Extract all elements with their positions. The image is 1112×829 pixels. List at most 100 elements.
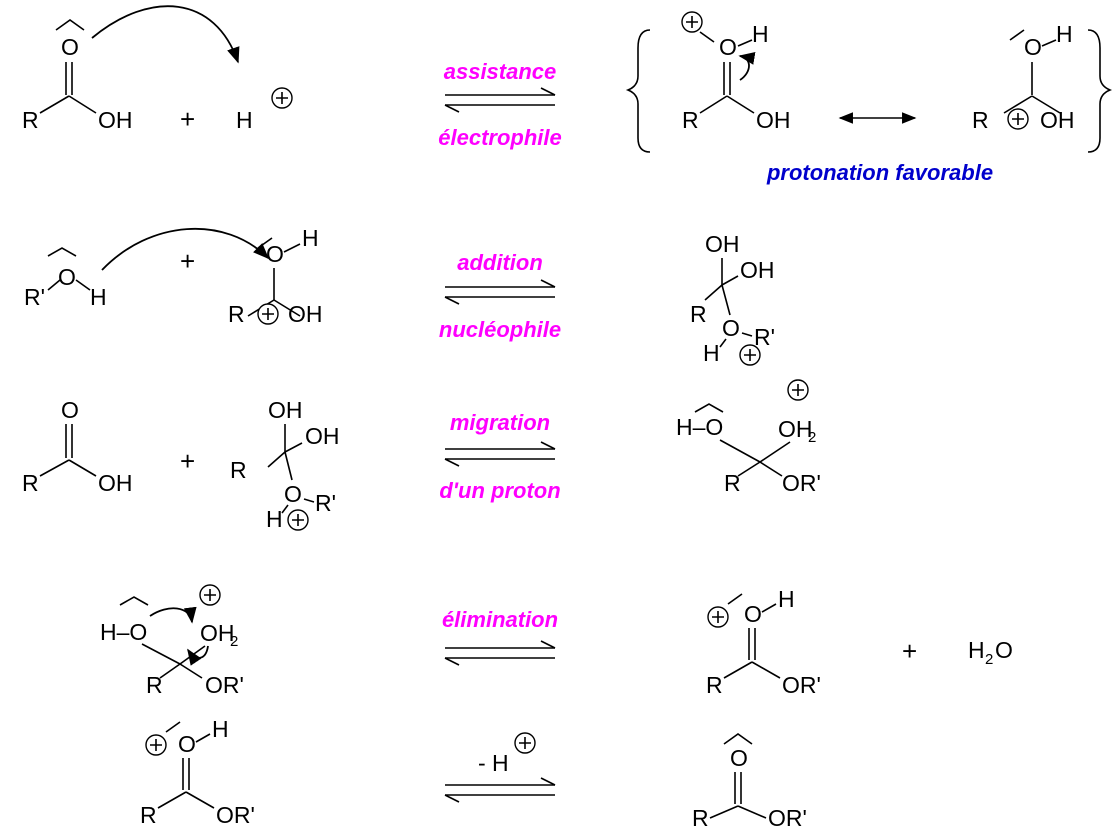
water: H 2 O — [968, 637, 1013, 668]
positive-charge — [744, 349, 756, 361]
row-2: R' O H + O H R OH addition nuclé — [24, 225, 775, 366]
equilibrium-step-4: élimination — [442, 607, 558, 666]
atom-h: H — [266, 506, 283, 532]
atom-h: H — [778, 586, 795, 612]
atom-r: R — [22, 470, 39, 496]
atom-ho: H–O — [676, 414, 723, 440]
positive-charge — [519, 737, 531, 749]
atom-r: R — [724, 470, 741, 496]
step-label-bottom: d'un proton — [439, 478, 560, 503]
tetrahedral-intermediate-2: H–O OH 2 R OR' — [676, 379, 821, 496]
atom-o: O — [719, 34, 737, 60]
atom-h: H — [212, 716, 229, 742]
protonated-ester-2: O H R OR' — [140, 716, 255, 828]
atom-o: O — [744, 601, 762, 627]
atom-r: R — [140, 802, 157, 828]
step-label-top: addition — [457, 250, 543, 275]
atom-r-prime: R' — [754, 324, 775, 350]
plus-sign: + — [902, 636, 917, 666]
step-label-bottom: électrophile — [438, 125, 561, 150]
tetrahedral-intermediate-1: OH OH R O H R' — [690, 231, 775, 366]
row-5: O H R OR' - H O R OR' — [140, 716, 807, 829]
plus-sign: + — [180, 246, 195, 276]
proton: H — [236, 87, 293, 133]
atom-h: H — [302, 225, 319, 251]
atom-o: O — [178, 731, 196, 757]
equilibrium-step-5: - H — [444, 732, 556, 803]
atom-or-prime: OR' — [205, 672, 244, 698]
atom-or-prime: OR' — [768, 805, 807, 829]
lone-pair — [55, 19, 85, 31]
svg-text:2: 2 — [985, 651, 993, 668]
carboxylic-acid-2: O R OH — [22, 397, 133, 496]
equilibrium-step-2: addition nucléophile — [439, 250, 561, 342]
positive-charge — [712, 611, 724, 623]
positive-charge — [292, 514, 304, 526]
atom-o: O — [266, 241, 284, 267]
positive-charge — [204, 589, 216, 601]
atom-oh2: OH — [200, 620, 235, 646]
protonation-note: protonation favorable — [766, 160, 993, 185]
atom-oh: OH — [268, 397, 303, 423]
positive-charge — [276, 92, 288, 104]
atom-h: H — [968, 637, 985, 663]
row-4: H–O OH 2 R OR' élimination O — [100, 584, 1013, 698]
svg-text:2: 2 — [230, 633, 238, 650]
atom-or-prime: OR' — [216, 802, 255, 828]
atom-o: O — [61, 34, 79, 60]
atom-r: R — [230, 457, 247, 483]
step-label-bottom: nucléophile — [439, 317, 561, 342]
positive-charge — [150, 739, 162, 751]
atom-oh: OH — [1040, 107, 1075, 133]
bracket-right — [1087, 29, 1112, 153]
atom-or-prime: OR' — [782, 672, 821, 698]
positive-charge — [262, 308, 274, 320]
atom-o: O — [284, 481, 302, 507]
protonated-acid-electrophile: O H R OH — [228, 225, 323, 327]
atom-r: R — [972, 107, 989, 133]
plus-sign: + — [180, 446, 195, 476]
tetrahedral-intermediate-2-elimination: H–O OH 2 R OR' — [100, 584, 244, 698]
step-label-top: migration — [450, 410, 550, 435]
atom-oh: OH — [288, 301, 323, 327]
carboxylic-acid-1: O R OH — [22, 19, 133, 133]
atom-or-prime: OR' — [782, 470, 821, 496]
bracket-left — [625, 29, 651, 153]
atom-oh: OH — [756, 107, 791, 133]
atom-r: R — [682, 107, 699, 133]
atom-o: O — [730, 745, 748, 771]
protonated-ester-1: O H R OR' — [706, 586, 821, 698]
atom-oh: OH — [98, 107, 133, 133]
equilibrium-step-3: migration d'un proton — [439, 410, 560, 503]
atom-h: H — [90, 284, 107, 310]
atom-o: O — [722, 315, 740, 341]
protonated-acid-oxonium: O H R OH — [681, 11, 791, 133]
atom-r: R — [146, 672, 163, 698]
ester: O R OR' — [692, 733, 807, 829]
protonated-acid-carbocation: O H R OH — [972, 21, 1075, 133]
atom-oh: OH — [98, 470, 133, 496]
curved-arrow — [91, 5, 240, 64]
atom-h: H — [236, 107, 253, 133]
atom-oh: OH — [705, 231, 740, 257]
atom-r: R — [228, 301, 245, 327]
atom-h: H — [752, 21, 769, 47]
step-label-top: - H — [478, 750, 509, 776]
atom-o: O — [61, 397, 79, 423]
atom-r: R — [690, 301, 707, 327]
row-3: O R OH + OH OH R O H R' migration — [22, 379, 821, 532]
atom-h: H — [1056, 21, 1073, 47]
atom-r: R — [22, 107, 39, 133]
curved-arrow — [101, 227, 270, 271]
equilibrium-step-1: assistance électrophile — [438, 59, 561, 150]
atom-r-prime: R' — [24, 284, 45, 310]
atom-r: R — [706, 672, 723, 698]
step-label-top: assistance — [444, 59, 557, 84]
atom-r-prime: R' — [315, 490, 336, 516]
row-1: O R OH + H assistance électrophile — [22, 5, 1112, 185]
atom-o: O — [58, 264, 76, 290]
positive-charge — [686, 16, 698, 28]
positive-charge — [792, 384, 804, 396]
atom-r: R — [692, 805, 709, 829]
